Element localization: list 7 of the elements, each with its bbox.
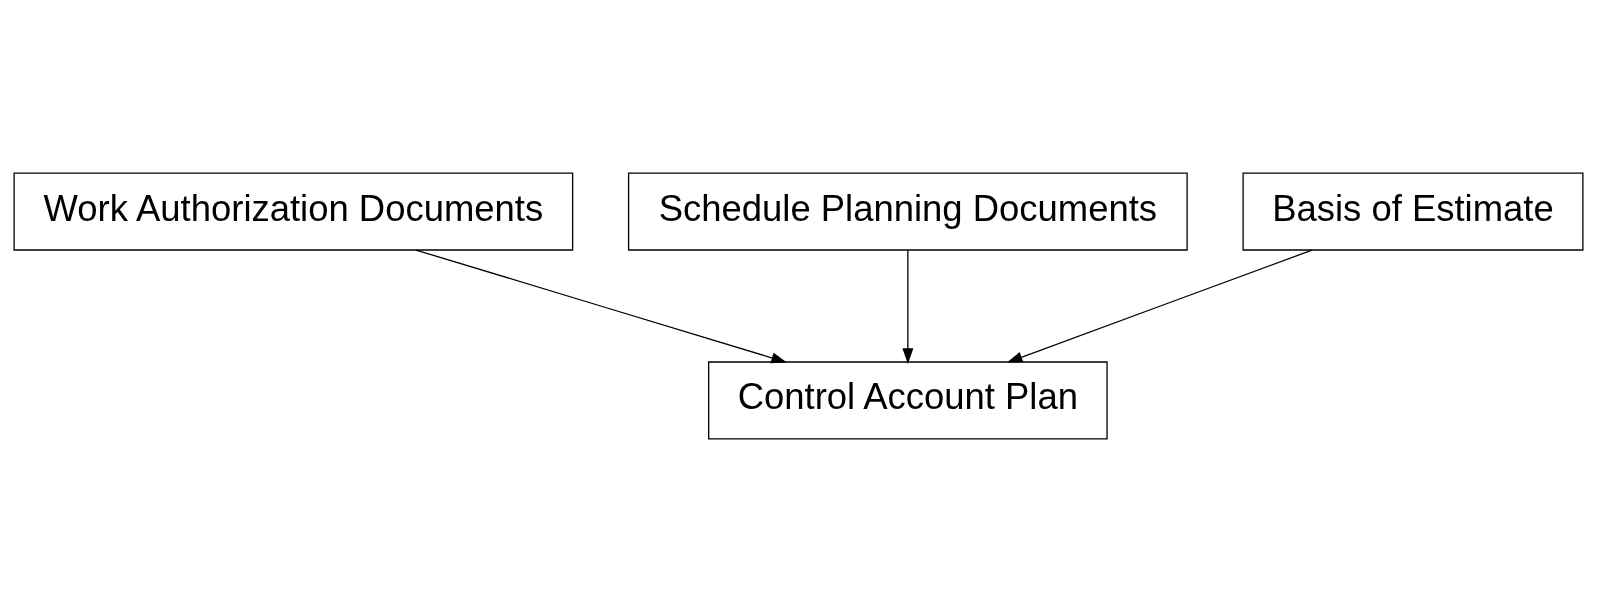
node-box: Work Authorization Documents bbox=[13, 172, 574, 251]
node-box: Basis of Estimate bbox=[1242, 172, 1584, 251]
arrow bbox=[415, 249, 787, 364]
arrow bbox=[1006, 249, 1313, 363]
node-box: Schedule Planning Documents bbox=[627, 172, 1188, 251]
arrow bbox=[902, 249, 914, 364]
node-box: Control Account Plan bbox=[708, 361, 1108, 440]
